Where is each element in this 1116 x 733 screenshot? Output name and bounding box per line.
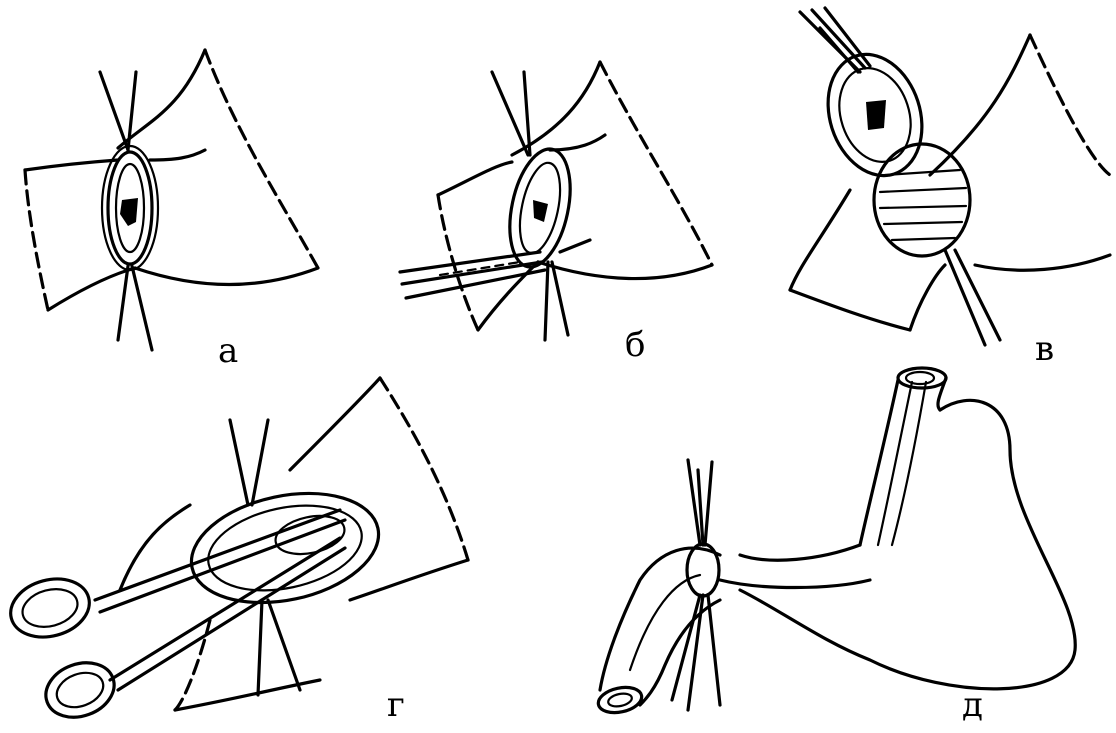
panel-b-drawing bbox=[400, 62, 712, 340]
panel-label-b: б bbox=[625, 328, 645, 362]
panel-label-d: д bbox=[962, 688, 983, 722]
panel-label-g: г bbox=[387, 688, 405, 722]
panel-a-drawing bbox=[25, 50, 318, 350]
panel-g-drawing bbox=[4, 378, 468, 726]
panel-v-drawing bbox=[790, 8, 1110, 345]
panel-d-drawing bbox=[596, 368, 1075, 716]
panel-label-a: а bbox=[218, 334, 238, 368]
panel-label-v: в bbox=[1035, 332, 1054, 366]
